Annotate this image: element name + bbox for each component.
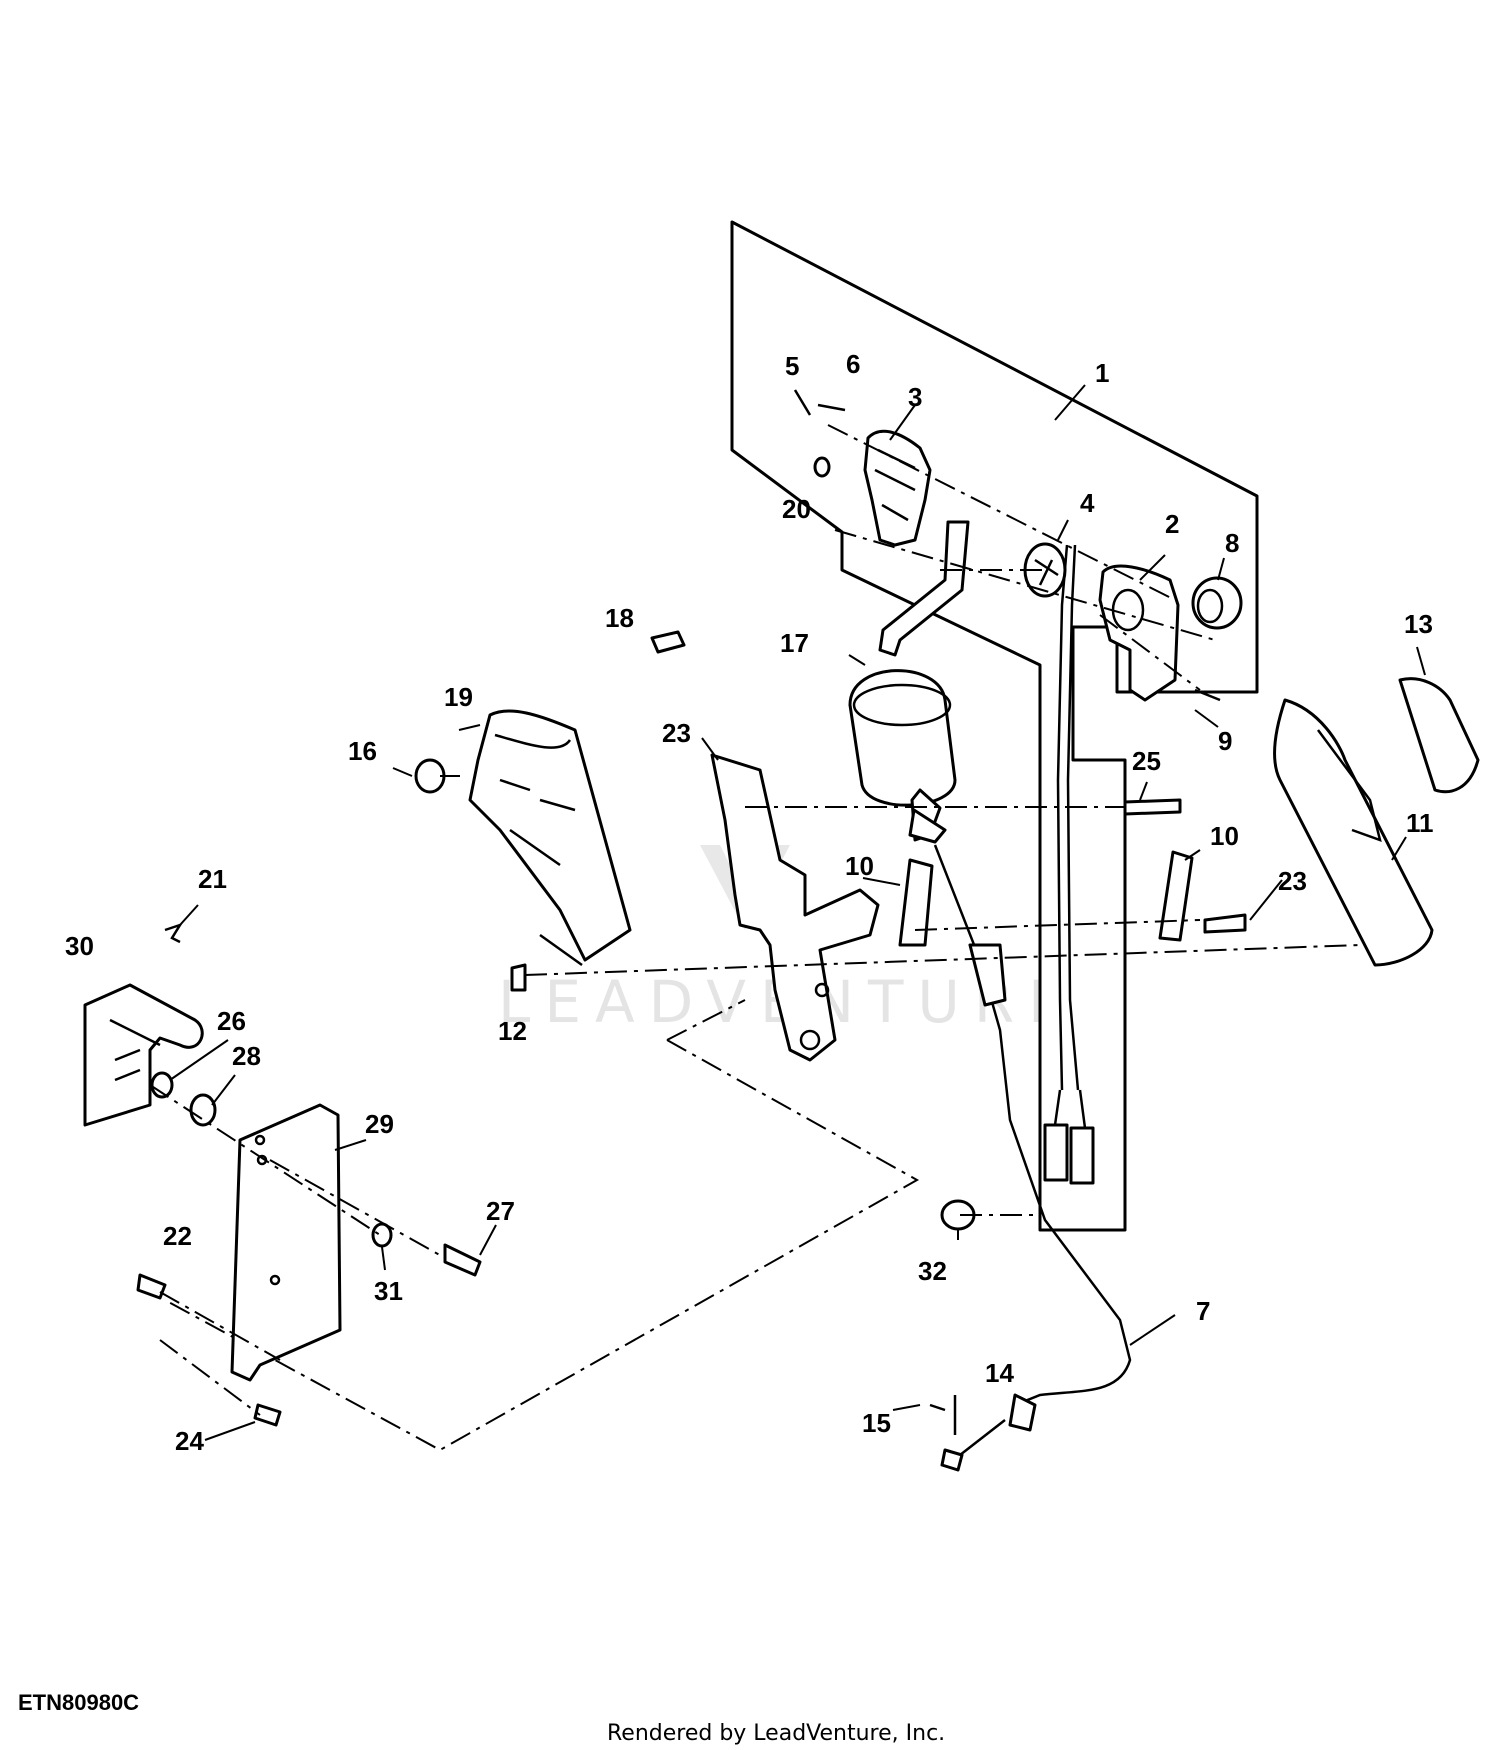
part-29-mounting-plate[interactable] [230,1103,342,1382]
callout-32: 32 [918,1256,947,1286]
callout-12: 12 [498,1016,527,1046]
part-18-clip[interactable] [650,630,686,654]
callout-2: 2 [1165,509,1179,539]
callout-22: 22 [163,1221,192,1251]
callout-9: 9 [1218,726,1232,756]
part-27-bolt[interactable] [443,1243,482,1277]
callout-31: 31 [374,1276,403,1306]
callout-8: 8 [1225,528,1239,558]
part-2-switch-bracket[interactable] [1098,564,1180,702]
callout-30: 30 [65,931,94,961]
callout-4: 4 [1080,488,1095,518]
callout-1: 1 [1095,358,1109,388]
part-7-throttle-cable[interactable] [933,844,1132,1472]
part-26-nut[interactable] [150,1071,174,1099]
part-9-screw[interactable] [1194,688,1221,702]
part-23-mounting-bracket[interactable] [710,753,880,1062]
callout-17: 17 [780,628,809,658]
part-10-clamp-right[interactable] [1158,850,1194,942]
callout-18: 18 [605,603,634,633]
callout-29: 29 [365,1109,394,1139]
callout-24: 24 [175,1426,204,1456]
part-30-bracket[interactable] [83,983,204,1127]
part-6-screw[interactable] [817,403,846,412]
callout-5: 5 [785,351,799,381]
callout-leaders [169,384,1426,1441]
part-21-clip[interactable] [164,922,183,944]
callout-28: 28 [232,1041,261,1071]
part-28-spacer[interactable] [189,1093,217,1127]
callout-15: 15 [862,1408,891,1438]
callout-23-bracket: 23 [662,718,691,748]
part-24-bolt[interactable] [253,1403,282,1427]
wire-harness[interactable] [1043,544,1095,1185]
callout-labels: 1 2 3 4 5 6 7 8 9 10 10 11 12 13 14 15 1… [65,349,1434,1456]
render-credit: Rendered by LeadVenture, Inc. [607,1721,945,1746]
part-20-nut[interactable] [813,456,831,478]
part-1-dash-panel[interactable] [730,220,1259,1232]
callout-23-bolt: 23 [1278,866,1307,896]
part-12-screw[interactable] [510,963,527,992]
callout-21: 21 [198,864,227,894]
mounting-outline [164,999,920,1452]
part-16-bushing[interactable] [414,758,446,794]
assembly-lines [149,424,1361,1416]
callout-26: 26 [217,1006,246,1036]
callout-25: 25 [1132,746,1161,776]
part-19-console-cover[interactable] [468,709,632,967]
callout-27: 27 [486,1196,515,1226]
callout-10-right: 10 [1210,821,1239,851]
part-31-nut[interactable] [371,1222,393,1248]
part-5-screw[interactable] [793,389,812,416]
part-22-bolt[interactable] [136,1273,167,1300]
callout-13: 13 [1404,609,1433,639]
part-13-cap-cover[interactable] [1398,677,1480,794]
callout-16: 16 [348,736,377,766]
part-25-bolt[interactable] [1123,798,1182,816]
part-11-lower-cover[interactable] [1273,698,1434,967]
callout-19: 19 [444,682,473,712]
part-15-clip[interactable] [929,1403,946,1412]
callout-3: 3 [908,382,922,412]
figure-code: ETN80980C [18,1690,139,1715]
callout-6: 6 [846,349,860,379]
part-10-clamp-left[interactable] [898,858,934,947]
part-23-bolt[interactable] [1203,913,1247,934]
part-17-throttle-control[interactable] [848,520,970,844]
callout-7: 7 [1196,1296,1210,1326]
part-8-cap[interactable] [1191,576,1243,630]
callout-14: 14 [985,1358,1014,1388]
callout-20: 20 [782,494,811,524]
callout-11: 11 [1406,808,1434,838]
callout-10-left: 10 [845,851,874,881]
